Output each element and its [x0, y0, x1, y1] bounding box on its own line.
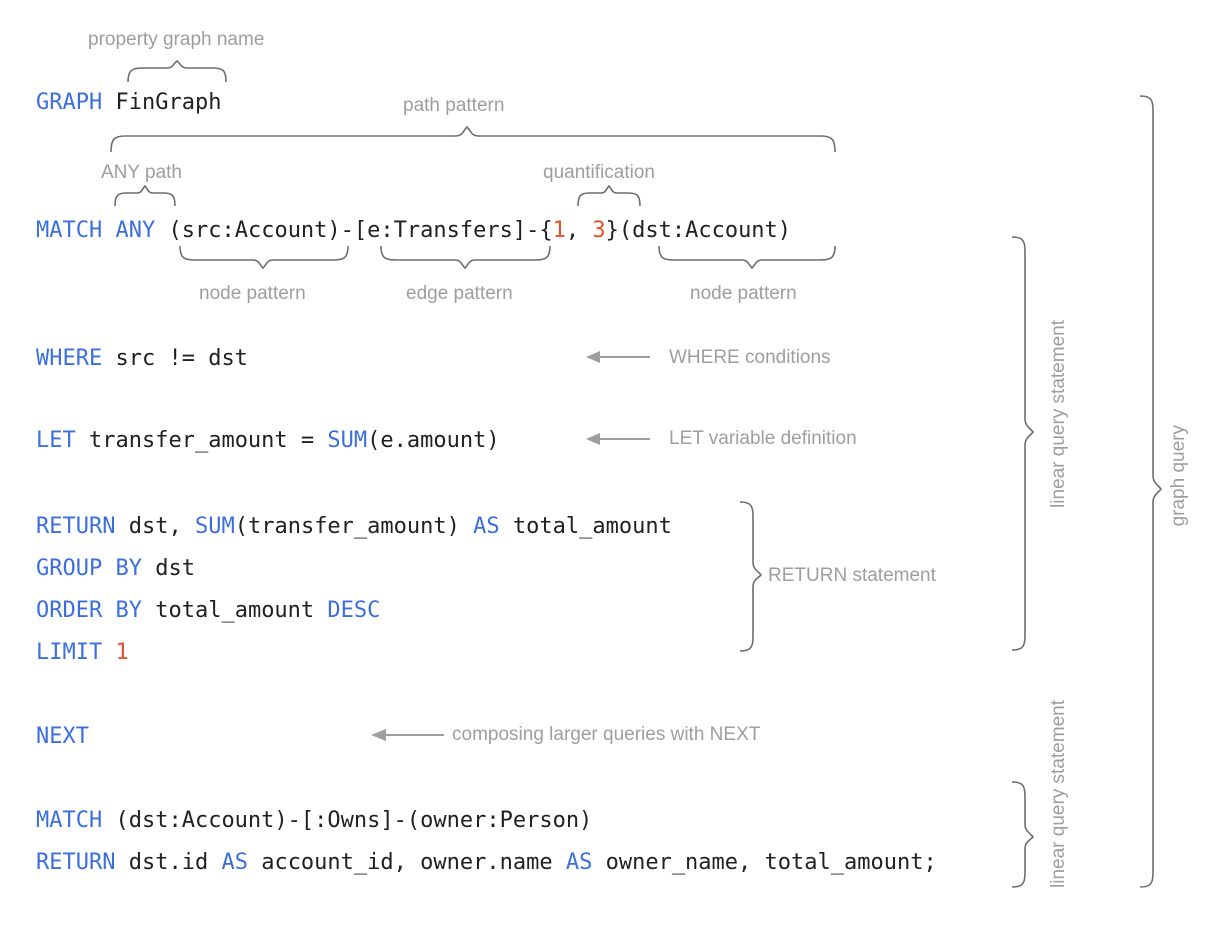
annotation-graph-query: graph query	[1168, 425, 1189, 527]
annotation-linear-query-statement-1: linear query statement	[1048, 320, 1069, 508]
brace-return-statement	[739, 501, 763, 652]
brace-linear-query-statement-1	[1011, 236, 1035, 651]
edge-pattern-transfers: [e:Transfers]	[353, 218, 527, 243]
keyword-where: WHERE	[36, 346, 103, 371]
code-line-return-1: RETURN dst, SUM(transfer_amount) AS tota…	[36, 513, 672, 541]
limit-value: 1	[115, 640, 129, 665]
quantifier-max: 3	[592, 218, 606, 243]
code-line-limit: LIMIT 1	[36, 639, 129, 667]
keyword-return: RETURN	[36, 850, 116, 875]
brace-property-graph-name	[127, 59, 227, 83]
annotation-node-pattern-1: node pattern	[199, 283, 306, 304]
brace-graph-query	[1139, 95, 1163, 888]
keyword-by: BY	[115, 598, 142, 623]
code-line-match-2: MATCH (dst:Account)-[:Owns]-(owner:Perso…	[36, 807, 592, 835]
return-2-item-2: account_id, owner.name	[247, 850, 566, 875]
quantifier-close-brace: }	[605, 218, 619, 243]
where-expression: src != dst	[102, 346, 248, 371]
keyword-group: GROUP	[36, 556, 103, 581]
quantifier-open-brace: {	[539, 218, 553, 243]
annotation-composing-next: composing larger queries with NEXT	[452, 724, 761, 745]
return-2-item-1: dst.id	[115, 850, 222, 875]
brace-path-pattern	[110, 125, 836, 153]
keyword-next: NEXT	[36, 724, 89, 749]
code-line-let: LET transfer_amount = SUM(e.amount)	[36, 427, 500, 455]
function-sum: SUM	[327, 428, 368, 453]
annotation-edge-pattern: edge pattern	[406, 283, 513, 304]
return-items: dst,	[115, 514, 195, 539]
code-line-match: MATCH ANY (src:Account)-[e:Transfers]-{1…	[36, 217, 791, 245]
annotation-let-variable-definition: LET variable definition	[669, 428, 857, 449]
node-pattern-src: (src:Account)	[168, 218, 341, 243]
annotation-property-graph-name: property graph name	[88, 29, 265, 50]
dash-2: -	[526, 218, 540, 243]
keyword-as: AS	[473, 514, 500, 539]
order-by-key: total_amount	[141, 598, 328, 623]
keyword-limit: LIMIT	[36, 640, 103, 665]
keyword-match: MATCH	[36, 218, 103, 243]
annotation-linear-query-statement-2: linear query statement	[1048, 700, 1069, 888]
code-line-where: WHERE src != dst	[36, 345, 248, 373]
code-line-order-by: ORDER BY total_amount DESC	[36, 597, 380, 625]
dash-1: -	[340, 218, 354, 243]
group-by-key: dst	[141, 556, 195, 581]
quantifier-separator: ,	[565, 218, 593, 243]
code-line-next: NEXT	[36, 723, 89, 751]
code-line-return-2: RETURN dst.id AS account_id, owner.name …	[36, 849, 937, 877]
node-pattern-dst: (dst:Account)	[618, 218, 792, 243]
keyword-match: MATCH	[36, 808, 103, 833]
keyword-let: LET	[36, 428, 76, 453]
annotation-where-conditions: WHERE conditions	[669, 347, 831, 368]
arrow-composing-next	[371, 729, 444, 741]
annotation-node-pattern-2: node pattern	[690, 283, 797, 304]
keyword-desc: DESC	[327, 598, 381, 623]
brace-any-path	[114, 184, 176, 207]
brace-linear-query-statement-2	[1011, 781, 1035, 888]
let-sum-args: (e.amount)	[367, 428, 500, 453]
keyword-as: AS	[565, 850, 593, 875]
annotation-any-path: ANY path	[101, 162, 182, 183]
function-sum: SUM	[194, 514, 235, 539]
brace-node-pattern-1	[179, 245, 349, 270]
keyword-order: ORDER	[36, 598, 103, 623]
graph-name-value: FinGraph	[102, 90, 222, 115]
code-line-graph: GRAPH FinGraph	[36, 89, 221, 117]
annotation-path-pattern: path pattern	[403, 95, 505, 116]
keyword-as: AS	[221, 850, 248, 875]
code-line-group-by: GROUP BY dst	[36, 555, 195, 583]
annotation-quantification: quantification	[543, 162, 655, 183]
keyword-any: ANY	[115, 218, 156, 243]
match-2-pattern: (dst:Account)-[:Owns]-(owner:Person)	[102, 808, 593, 833]
keyword-graph: GRAPH	[36, 90, 103, 115]
quantifier-min: 1	[552, 218, 566, 243]
arrow-where-conditions	[586, 351, 650, 363]
keyword-by: BY	[115, 556, 142, 581]
arrow-let-definition	[586, 433, 650, 445]
return-alias: total_amount	[499, 514, 672, 539]
brace-quantification	[577, 184, 641, 207]
return-2-item-3: owner_name, total_amount;	[592, 850, 937, 875]
brace-edge-pattern	[380, 245, 551, 270]
keyword-return: RETURN	[36, 514, 116, 539]
annotation-return-statement: RETURN statement	[768, 565, 936, 586]
return-sum-args: (transfer_amount)	[234, 514, 474, 539]
brace-node-pattern-2	[658, 245, 836, 270]
let-assignment: transfer_amount =	[75, 428, 328, 453]
